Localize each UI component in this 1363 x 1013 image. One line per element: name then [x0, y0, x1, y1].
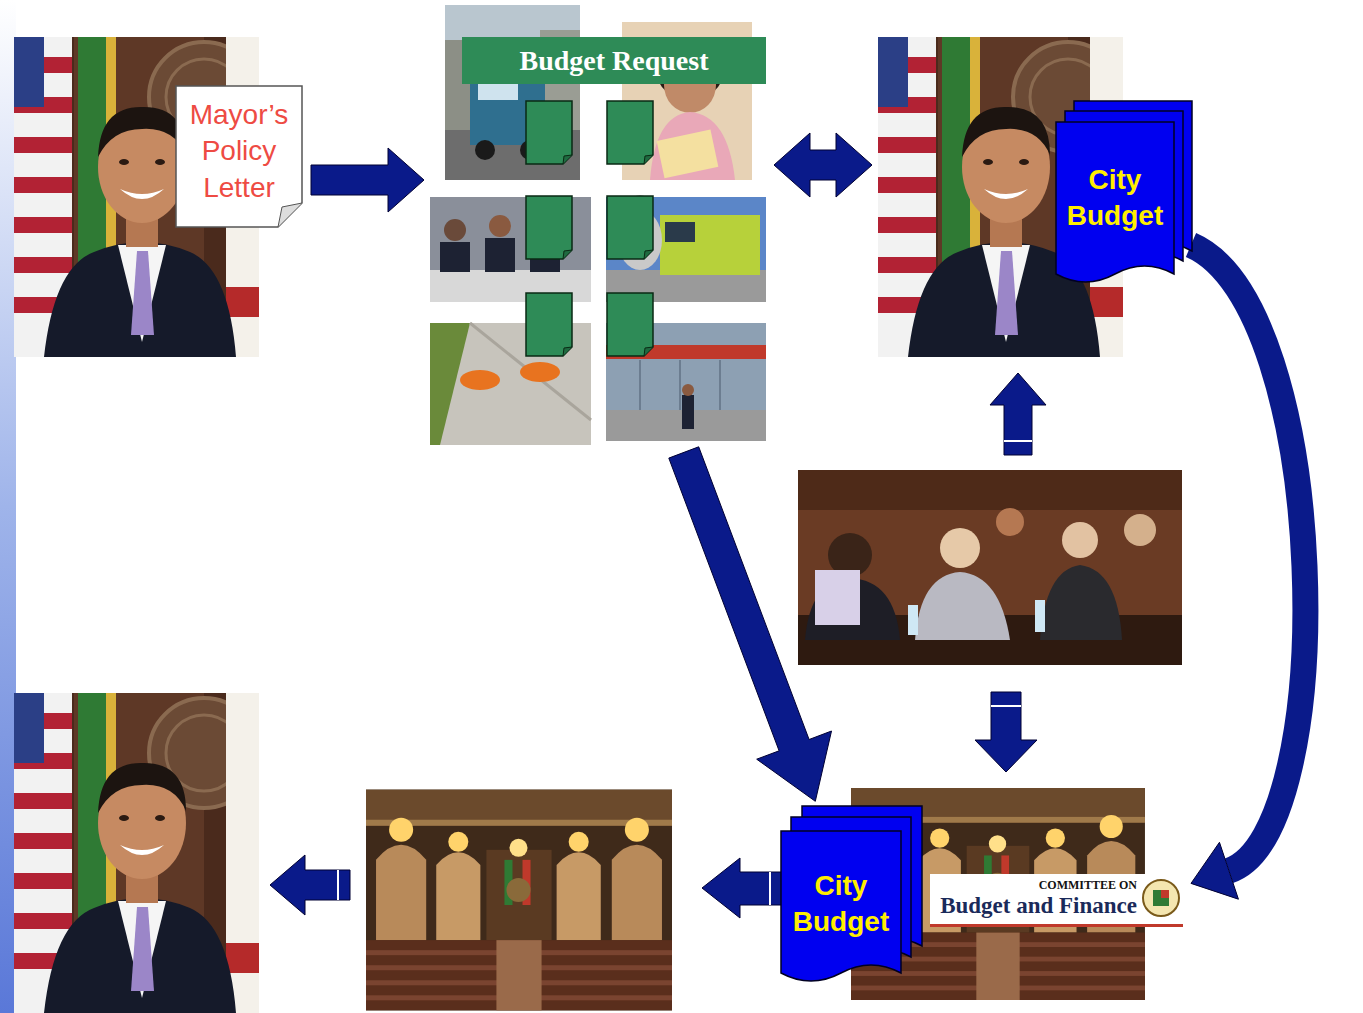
arrow-shaft [1191, 245, 1305, 871]
block-arrow [311, 148, 424, 212]
document-label-holder: City Budget [1056, 123, 1174, 273]
document-label-holder: City Budget [781, 831, 901, 977]
banner-title: Budget Request [462, 45, 766, 77]
letter-title: Mayor’s Policy Letter [181, 97, 297, 206]
committee-name: Budget and Finance [936, 892, 1137, 920]
committee-banner: COMMITTEE ONBudget and Finance [930, 874, 1183, 927]
committee-heading: COMMITTEE ON [936, 878, 1137, 892]
document-title: City Budget [1056, 162, 1174, 235]
budget-request-banner: Budget Request [462, 37, 766, 84]
document-title: City Budget [781, 868, 901, 941]
diagram-node: Mayor’s Policy Letter [175, 85, 303, 228]
city-seal [1141, 878, 1181, 918]
curved-arrow [1191, 245, 1305, 899]
arrow-head [1191, 842, 1238, 899]
diagram-node: Budget Request [430, 5, 766, 445]
block-arrow [774, 133, 872, 197]
block-arrow [669, 447, 832, 802]
diagram-node: COMMITTEE ONBudget and FinanceCity Budge… [846, 788, 1183, 1000]
diagram-node: City Budget [780, 805, 925, 995]
diagram-node: City Budget [878, 37, 1183, 357]
